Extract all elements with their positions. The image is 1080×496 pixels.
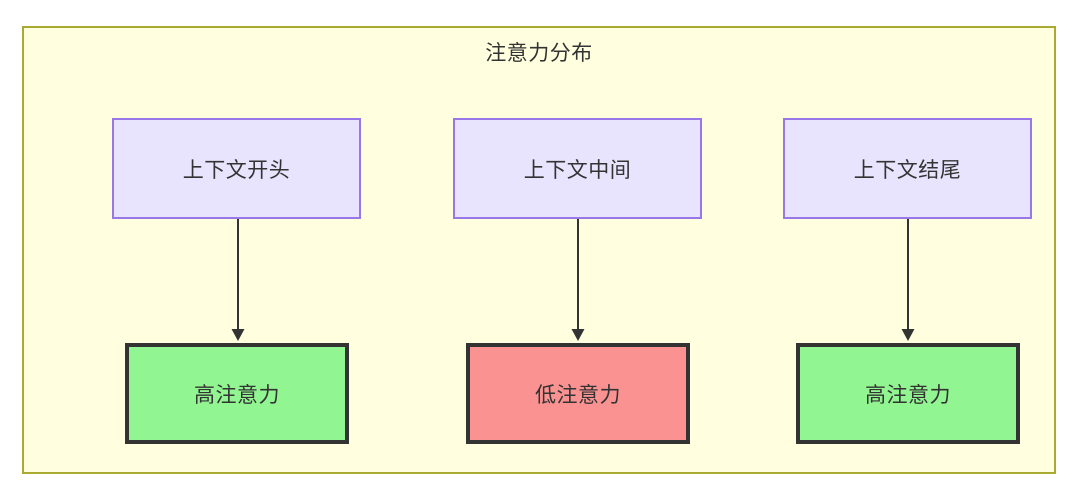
arrow-head-icon [231, 329, 245, 341]
node-low-attention-middle[interactable]: 低注意力 [466, 343, 690, 444]
node-high-attention-start-label: 高注意力 [194, 383, 280, 407]
node-context-end[interactable]: 上下文结尾 [783, 118, 1032, 219]
node-context-start-label: 上下文开头 [182, 158, 291, 182]
arrow-context-start-to-high-attention [231, 219, 245, 341]
arrow-head-icon [901, 329, 915, 341]
arrow-context-middle-to-low-attention [571, 219, 585, 341]
node-high-attention-start[interactable]: 高注意力 [125, 343, 349, 444]
attention-distribution-group: 注意力分布 上下文开头 高注意力 上下文中间 低注意力 上下文结尾 [22, 26, 1056, 474]
node-context-end-label: 上下文结尾 [853, 158, 962, 182]
node-low-attention-middle-label: 低注意力 [535, 383, 621, 407]
node-context-middle-label: 上下文中间 [523, 158, 632, 182]
arrow-head-icon [571, 329, 585, 341]
node-context-middle[interactable]: 上下文中间 [453, 118, 702, 219]
node-high-attention-end-label: 高注意力 [865, 383, 951, 407]
diagram-title: 注意力分布 [485, 42, 593, 65]
arrow-context-end-to-high-attention [901, 219, 915, 341]
node-high-attention-end[interactable]: 高注意力 [796, 343, 1020, 444]
node-context-start[interactable]: 上下文开头 [112, 118, 361, 219]
